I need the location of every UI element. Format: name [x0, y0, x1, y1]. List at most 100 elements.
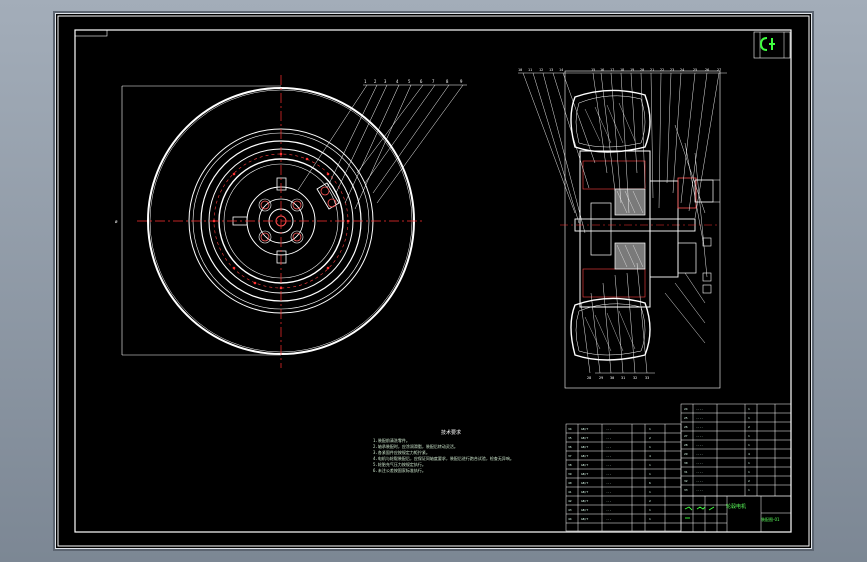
svg-text:1: 1	[364, 79, 367, 84]
notes-title: 技术要求	[441, 430, 462, 436]
svg-text:29: 29	[599, 376, 603, 380]
svg-text:12: 12	[539, 68, 543, 72]
note-line: 3.各紧固件应按规定力矩拧紧。	[373, 450, 430, 455]
svg-text:GB/T: GB/T	[581, 445, 588, 449]
note-line: 5.轮胎充气压力按规定执行。	[373, 462, 426, 467]
svg-text:----: ----	[696, 452, 703, 456]
svg-text:25: 25	[693, 68, 697, 72]
svg-text:32: 32	[684, 479, 688, 483]
svg-text:30: 30	[684, 461, 688, 465]
svg-text:31: 31	[621, 376, 625, 380]
svg-text:GB/T: GB/T	[581, 481, 588, 485]
svg-text:----: ----	[696, 443, 703, 447]
svg-text:GB/T: GB/T	[581, 472, 588, 476]
svg-text:6: 6	[420, 79, 423, 84]
svg-text:26: 26	[684, 425, 688, 429]
svg-text:ø: ø	[115, 219, 118, 224]
svg-text:7: 7	[432, 79, 435, 84]
svg-text:----: ----	[696, 488, 703, 492]
svg-text:24: 24	[680, 68, 684, 72]
svg-text:---: ---	[606, 481, 612, 485]
svg-text:37: 37	[568, 454, 572, 458]
svg-text:20: 20	[640, 68, 644, 72]
svg-text:36: 36	[568, 445, 572, 449]
svg-text:---: ---	[606, 490, 612, 494]
svg-text:1: 1	[748, 434, 750, 438]
svg-text:1: 1	[649, 445, 651, 449]
svg-text:2: 2	[649, 499, 651, 503]
svg-text:22: 22	[660, 68, 664, 72]
svg-text:1: 1	[649, 517, 651, 521]
svg-text:----: ----	[696, 407, 703, 411]
svg-text:3: 3	[384, 79, 387, 84]
svg-text:29: 29	[684, 452, 688, 456]
svg-text:GB/T: GB/T	[581, 517, 588, 521]
svg-text:1: 1	[649, 508, 651, 512]
svg-text:18: 18	[620, 68, 624, 72]
svg-text:35: 35	[568, 436, 572, 440]
title-block	[680, 495, 792, 533]
svg-text:13: 13	[549, 68, 553, 72]
svg-text:34: 34	[568, 427, 572, 431]
svg-text:GB/T: GB/T	[581, 490, 588, 494]
svg-text:---: ---	[606, 463, 612, 467]
svg-text:40: 40	[568, 481, 572, 485]
svg-text:31: 31	[684, 470, 688, 474]
svg-text:41: 41	[568, 490, 572, 494]
svg-text:1: 1	[649, 472, 651, 476]
svg-text:GB/T: GB/T	[581, 454, 588, 458]
svg-text:---: ---	[606, 472, 612, 476]
note-line: 2.轴承装配时，应涂润滑脂，装配后转动灵活。	[373, 444, 458, 449]
svg-text:4: 4	[748, 452, 750, 456]
drawing-number: 装配图-01	[761, 517, 780, 522]
svg-text:1: 1	[748, 443, 750, 447]
svg-text:6: 6	[649, 481, 651, 485]
svg-text:32: 32	[633, 376, 637, 380]
svg-text:2: 2	[748, 425, 750, 429]
svg-text:15: 15	[591, 68, 595, 72]
svg-text:5: 5	[408, 79, 411, 84]
svg-text:GB/T: GB/T	[581, 508, 588, 512]
svg-text:----: ----	[696, 434, 703, 438]
corner-stamp	[753, 31, 791, 59]
svg-text:28: 28	[684, 443, 688, 447]
svg-text:24: 24	[684, 407, 688, 411]
svg-text:---: ---	[606, 436, 612, 440]
svg-text:---: ---	[606, 499, 612, 503]
svg-text:1: 1	[748, 416, 750, 420]
svg-text:28: 28	[587, 376, 591, 380]
svg-text:25: 25	[684, 416, 688, 420]
svg-text:1: 1	[649, 427, 651, 431]
svg-text:2: 2	[649, 436, 651, 440]
svg-text:33: 33	[684, 488, 688, 492]
svg-text:1: 1	[748, 461, 750, 465]
svg-text:----: ----	[696, 461, 703, 465]
svg-text:30: 30	[610, 376, 614, 380]
technical-notes: 技术要求 1.装配前清洗零件。 2.轴承装配时，应涂润滑脂，装配后转动灵活。 3…	[373, 430, 513, 474]
svg-text:44: 44	[568, 517, 572, 521]
svg-text:1: 1	[748, 470, 750, 474]
svg-text:GB/T: GB/T	[581, 427, 588, 431]
svg-text:27: 27	[717, 68, 721, 72]
svg-text:8: 8	[446, 79, 449, 84]
drawing-name: 轮毂电机	[726, 504, 747, 510]
svg-text:1: 1	[748, 488, 750, 492]
svg-text:9: 9	[460, 79, 463, 84]
svg-text:----: ----	[696, 416, 703, 420]
svg-text:33: 33	[645, 376, 649, 380]
svg-text:10: 10	[518, 68, 522, 72]
svg-text:2: 2	[374, 79, 377, 84]
sheet-code-box	[74, 29, 108, 37]
note-line: 6.未注公差按国家标准执行。	[373, 468, 426, 473]
svg-text:----: ----	[696, 425, 703, 429]
svg-text:43: 43	[568, 508, 572, 512]
svg-text:39: 39	[568, 472, 572, 476]
svg-text:21: 21	[650, 68, 654, 72]
svg-text:1: 1	[649, 490, 651, 494]
svg-text:27: 27	[684, 434, 688, 438]
